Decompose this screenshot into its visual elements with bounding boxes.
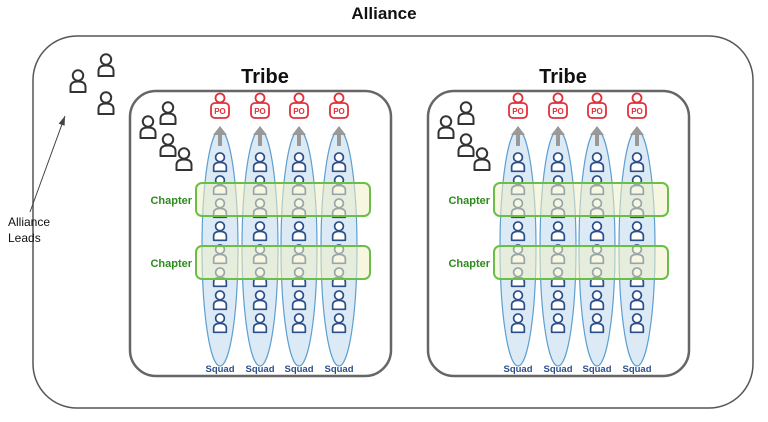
arrowhead-up-icon — [551, 126, 565, 135]
tribe-lead-icon — [457, 101, 475, 125]
tribe-lead-icon — [139, 115, 157, 139]
squad-label: Squad — [284, 364, 313, 375]
tribe-boundary — [426, 89, 691, 378]
product-owner-label: PO — [591, 107, 603, 116]
product-owner-icon: PO — [210, 92, 230, 119]
arrowhead-up-icon — [590, 126, 604, 135]
diagram-title: Alliance — [351, 4, 416, 23]
product-owner-label: PO — [631, 107, 643, 116]
product-owner-label: PO — [512, 107, 524, 116]
product-owner-icon: PO — [250, 92, 270, 119]
tribe-lead-icon — [457, 133, 475, 157]
chapter-band — [493, 182, 669, 217]
squad-label: Squad — [245, 364, 274, 375]
squad-label: Squad — [622, 364, 651, 375]
squad-label: Squad — [324, 364, 353, 375]
product-owner-icon: PO — [508, 92, 528, 119]
arrowhead-up-icon — [511, 126, 525, 135]
alliance-boundary — [32, 35, 754, 409]
arrowhead-up-icon — [630, 126, 644, 135]
alliance-leads-label-line-2: Leads — [8, 231, 41, 245]
arrowhead-up-icon — [332, 126, 346, 135]
tribe-label: Tribe — [241, 66, 289, 88]
person-icon — [97, 53, 115, 77]
tribe-lead-icon — [159, 133, 177, 157]
product-owner-icon: PO — [548, 92, 568, 119]
arrowhead-up-icon — [292, 126, 306, 135]
product-owner-icon: PO — [587, 92, 607, 119]
chapter-band — [195, 245, 371, 280]
squad-label: Squad — [205, 364, 234, 375]
tribe-lead-icon — [175, 147, 193, 171]
tribe-label: Tribe — [539, 66, 587, 88]
product-owner-label: PO — [214, 107, 226, 116]
chapter-band — [493, 245, 669, 280]
tribe-boundary — [128, 89, 393, 378]
arrowhead-up-icon — [253, 126, 267, 135]
product-owner-label: PO — [254, 107, 266, 116]
product-owner-icon: PO — [329, 92, 349, 119]
leads-pointer-line — [29, 115, 66, 213]
person-icon — [69, 69, 87, 93]
tribe-lead-icon — [159, 101, 177, 125]
product-owner-icon: PO — [289, 92, 309, 119]
squad-label: Squad — [582, 364, 611, 375]
tribe-lead-icon — [473, 147, 491, 171]
squad-label: Squad — [543, 364, 572, 375]
leads-pointer-arrowhead — [58, 116, 65, 126]
chapter-label: Chapter — [150, 258, 192, 270]
squad-label: Squad — [503, 364, 532, 375]
chapter-band — [195, 182, 371, 217]
arrowhead-up-icon — [213, 126, 227, 135]
alliance-leads-label-line-1: Alliance — [8, 215, 50, 229]
chapter-label: Chapter — [448, 258, 490, 270]
person-icon — [97, 91, 115, 115]
product-owner-label: PO — [293, 107, 305, 116]
chapter-label: Chapter — [150, 195, 192, 207]
product-owner-label: PO — [333, 107, 345, 116]
chapter-label: Chapter — [448, 195, 490, 207]
product-owner-icon: PO — [627, 92, 647, 119]
alliance-leads — [69, 53, 115, 115]
tribe-lead-icon — [437, 115, 455, 139]
product-owner-label: PO — [552, 107, 564, 116]
